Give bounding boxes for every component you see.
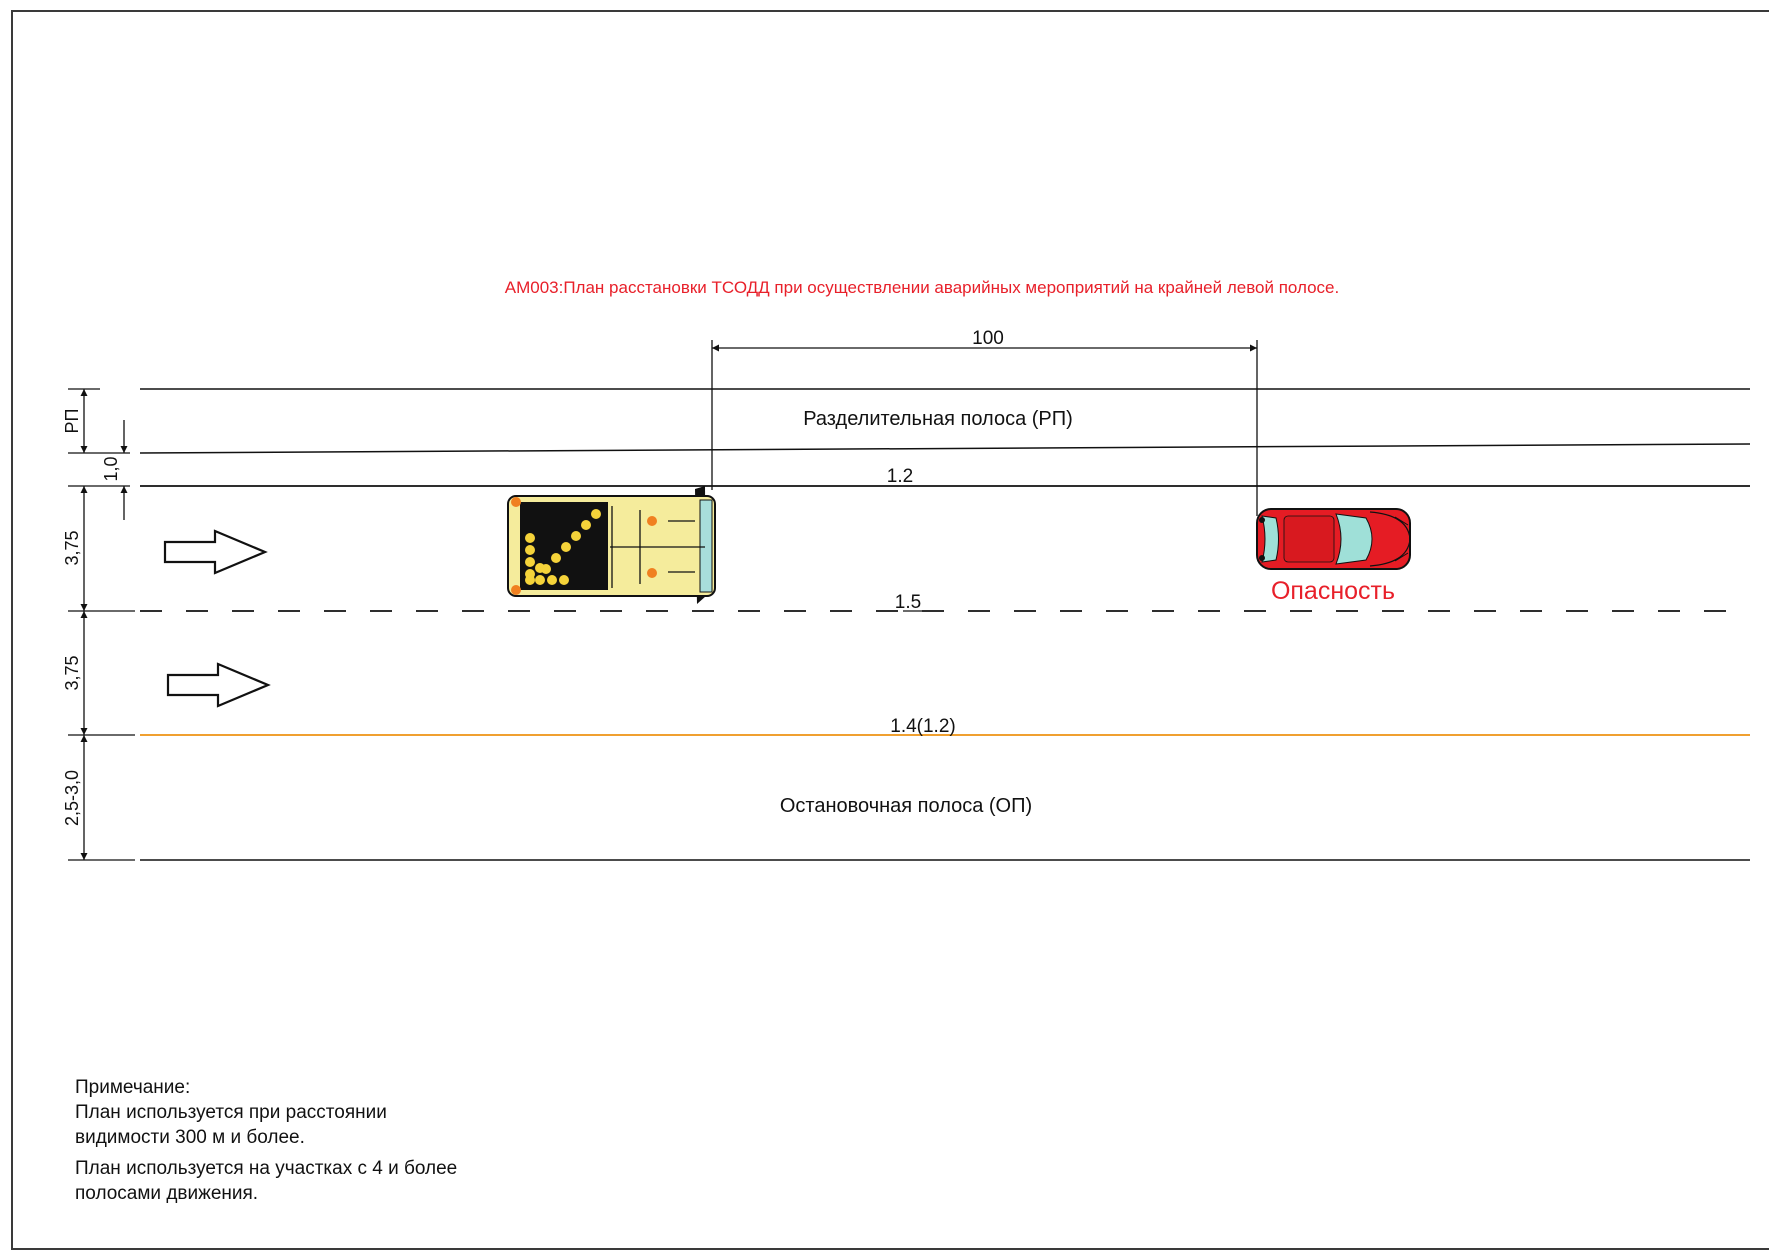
hazard-label: Опасность (1271, 577, 1395, 605)
median-label: Разделительная полоса (РП) (803, 408, 1073, 430)
distance-dimension: 100 (711, 328, 1258, 516)
note-heading: Примечание: (75, 1077, 191, 1098)
note-line-1: План используется при расстоянии (75, 1102, 387, 1123)
dim-lane-2: 3,75 (62, 655, 82, 690)
shoulder-label: Остановочная полоса (ОП) (780, 795, 1032, 817)
note-line-2: видимости 300 м и более. (75, 1127, 305, 1148)
marking-label-1-2: 1.2 (887, 466, 913, 487)
diagram-title: AM003:План расстановки ТСОДД при осущест… (505, 278, 1340, 297)
arrow-right-icon (166, 662, 271, 708)
median-inner-line (139, 443, 1751, 454)
dim-lane-1: 3,75 (62, 530, 82, 565)
note-line-4: полосами движения. (75, 1183, 259, 1204)
left-dimension-chain: РП 1,0 3,75 3,75 2,5-3,0 (62, 388, 135, 861)
red-car-icon (1256, 508, 1411, 570)
distance-label: 100 (972, 328, 1004, 349)
note-block: Примечание: План используется при рассто… (75, 1075, 457, 1206)
note-line-3: План используется на участках с 4 и боле… (75, 1158, 458, 1179)
dim-shoulder: 2,5-3,0 (62, 770, 82, 826)
arrow-board-truck-icon (507, 486, 716, 604)
road-lines (139, 388, 1751, 861)
dim-median: РП (62, 409, 82, 434)
arrow-right-icon (163, 529, 268, 575)
marking-label-1-5: 1.5 (895, 592, 921, 613)
marking-label-1-4: 1.4(1.2) (890, 716, 955, 737)
dim-gap: 1,0 (101, 456, 121, 481)
